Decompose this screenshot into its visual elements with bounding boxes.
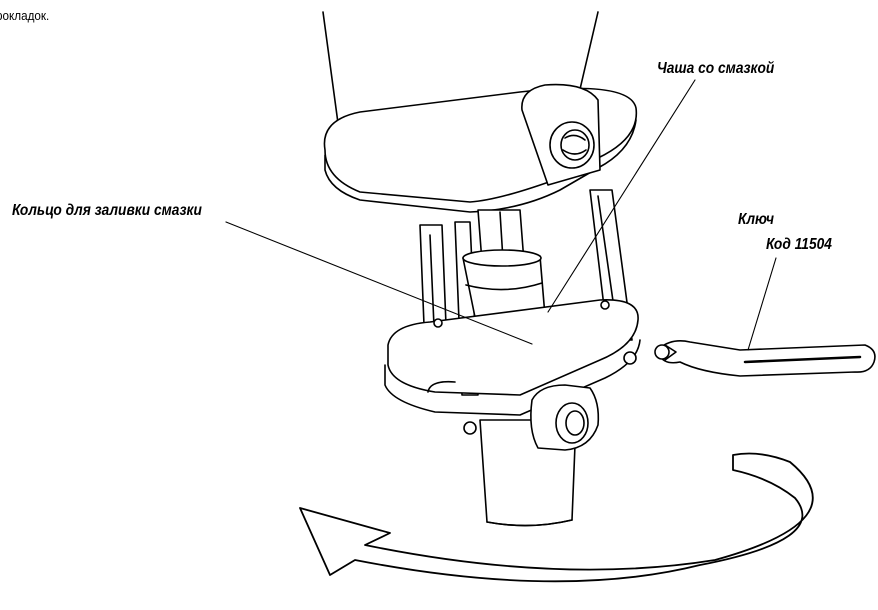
leader-key [748, 258, 776, 350]
spanner-wrench [655, 341, 875, 376]
label-key: Ключ [738, 211, 775, 228]
label-fill-ring: Кольцо для заливки смазки [12, 202, 202, 219]
label-key-code: Код 11504 [766, 236, 832, 253]
leader-fill-ring [226, 222, 532, 344]
rotation-arrow [300, 454, 813, 582]
intro-text: рокладок. [0, 8, 50, 23]
leader-grease-bowl [548, 80, 695, 312]
lifting-eye [522, 85, 600, 185]
side-port [531, 385, 598, 450]
leader-lines [226, 80, 776, 350]
lower-flange [385, 300, 640, 434]
label-grease-bowl: Чаша со смазкой [657, 60, 775, 77]
